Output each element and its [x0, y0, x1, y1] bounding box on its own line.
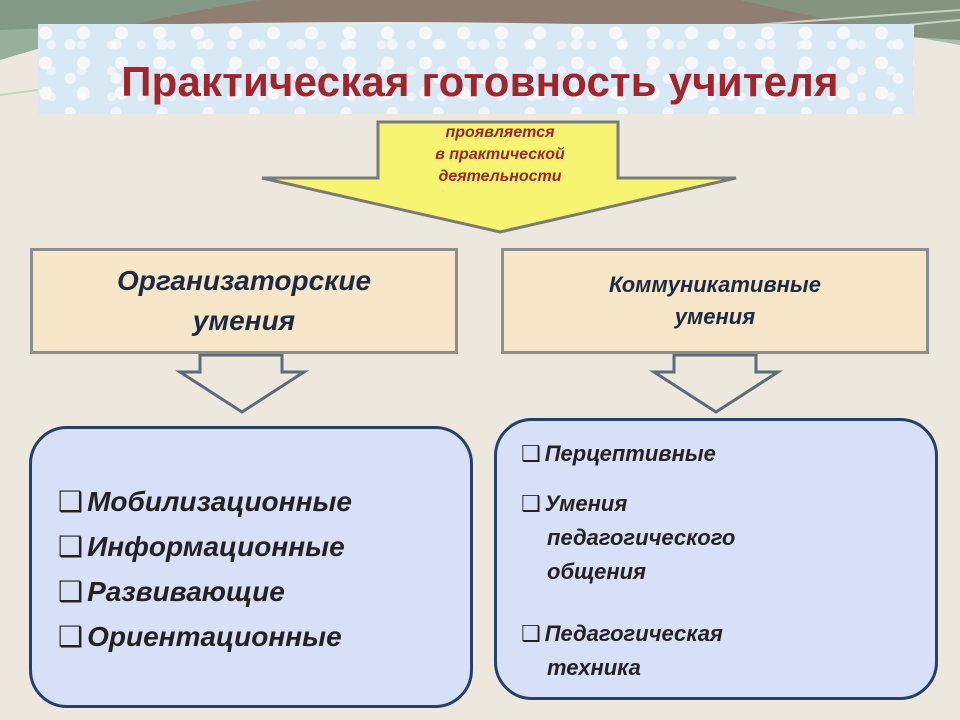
title-banner: [38, 24, 914, 114]
checkbox-bullet-icon: ❑: [58, 486, 84, 517]
right-down-arrow: [648, 353, 784, 414]
list-item: ❑Умения педагогического общения: [521, 487, 921, 589]
list-item-text-line-1: Умения: [544, 491, 628, 516]
arrow-label-line-2: в практической: [435, 146, 565, 163]
list-item-text-line-3: общения: [547, 559, 646, 584]
arrow-label: проявляется в практической деятельности: [380, 122, 620, 188]
organizational-skills-line-1: Организаторские: [116, 265, 372, 296]
checkbox-bullet-icon: ❑: [58, 576, 84, 607]
list-item: ❑Развивающие: [58, 575, 285, 608]
list-item-text: Перцептивные: [544, 441, 716, 466]
list-item-text-line-2: техника: [547, 655, 641, 680]
list-item-text-line-2: педагогического: [547, 525, 736, 550]
communicative-skills-line-2: умения: [674, 304, 756, 329]
arrow-label-line-3: деятельности: [438, 168, 562, 185]
communicative-skills-box: Коммуникативные умения: [501, 248, 929, 354]
list-item-text: Развивающие: [87, 576, 285, 607]
checkbox-bullet-icon: ❑: [521, 621, 541, 646]
checkbox-bullet-icon: ❑: [521, 441, 541, 466]
list-item-text: Информационные: [87, 531, 345, 562]
list-item-text: Ориентационные: [87, 621, 342, 652]
communicative-skills-list: ❑Перцептивные ❑Умения педагогического об…: [494, 418, 938, 700]
arrow-label-line-1: проявляется: [445, 124, 555, 141]
organizational-skills-list: ❑Мобилизационные ❑Информационные ❑Развив…: [29, 426, 473, 708]
checkbox-bullet-icon: ❑: [58, 531, 84, 562]
list-item: ❑Педагогическая техника: [521, 617, 921, 685]
organizational-skills-line-2: умения: [192, 305, 296, 336]
list-item: ❑Ориентационные: [58, 620, 342, 653]
list-item: ❑Мобилизационные: [58, 485, 352, 518]
list-item: ❑Информационные: [58, 530, 345, 563]
organizational-skills-box: Организаторские умения: [30, 248, 458, 354]
list-item-text: Мобилизационные: [87, 486, 352, 517]
left-down-arrow: [174, 353, 310, 414]
checkbox-bullet-icon: ❑: [58, 621, 84, 652]
list-item-text-line-1: Педагогическая: [544, 621, 723, 646]
big-down-arrow: [261, 120, 737, 234]
page-title: Практическая готовность учителя: [121, 58, 839, 105]
checkbox-bullet-icon: ❑: [521, 491, 541, 516]
list-item: ❑Перцептивные: [521, 437, 921, 471]
communicative-skills-line-1: Коммуникативные: [609, 272, 821, 297]
